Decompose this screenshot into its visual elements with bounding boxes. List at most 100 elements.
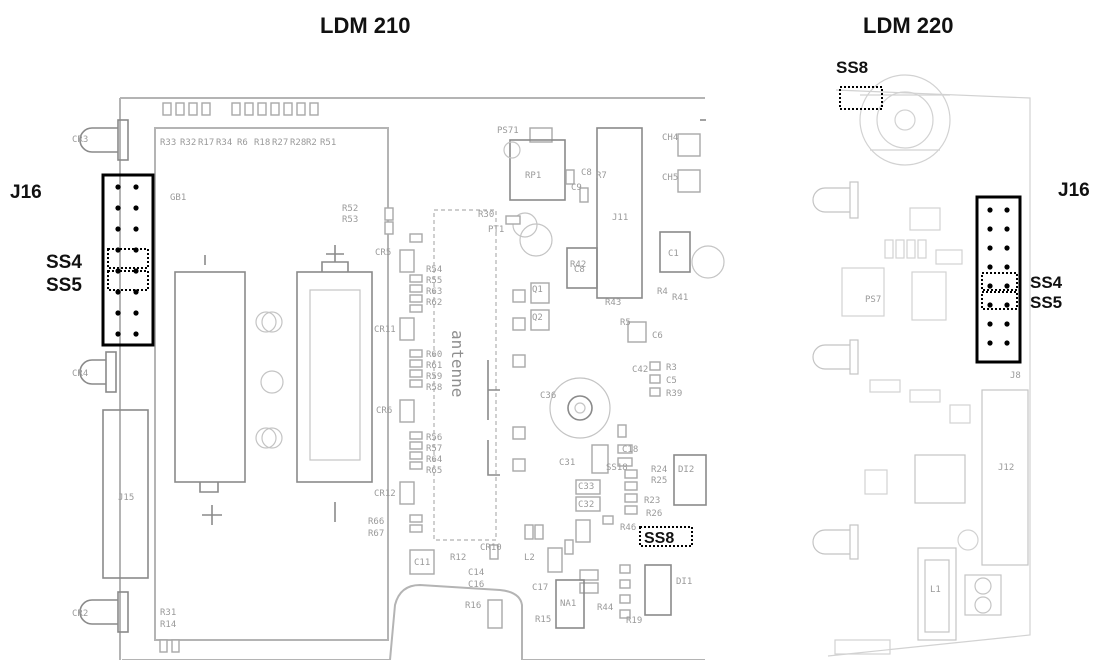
svg-text:RP1: RP1 <box>525 171 541 181</box>
right-component-labels: PS71 RP1 C9 C8 R7 R30 PT1 J11 CH4 CH5 C8… <box>160 126 694 630</box>
svg-text:R14: R14 <box>160 620 176 630</box>
left-j16-header <box>101 173 155 347</box>
header-pin <box>115 310 121 316</box>
svg-text:C8: C8 <box>574 265 585 275</box>
svg-text:R42: R42 <box>570 260 586 270</box>
svg-text:C16: C16 <box>468 580 484 590</box>
header-pin <box>115 289 121 295</box>
header-pin <box>115 184 121 190</box>
svg-text:Q1: Q1 <box>532 285 543 295</box>
svg-text:R33: R33 <box>160 138 176 148</box>
svg-text:CR2: CR2 <box>72 609 88 619</box>
battery-cell-right <box>296 245 373 522</box>
svg-text:R63: R63 <box>426 287 442 297</box>
svg-text:C31: C31 <box>559 458 575 468</box>
svg-text:R62: R62 <box>426 298 442 308</box>
svg-text:R54: R54 <box>426 265 442 275</box>
svg-text:L1: L1 <box>930 585 941 595</box>
header-pin <box>1004 302 1010 308</box>
svg-text:L2: L2 <box>524 553 535 563</box>
svg-text:CR11: CR11 <box>374 325 396 335</box>
svg-text:R31: R31 <box>160 608 176 618</box>
svg-text:R6: R6 <box>237 138 248 148</box>
svg-text:C33: C33 <box>578 482 594 492</box>
svg-text:CR12: CR12 <box>374 489 396 499</box>
led-cr4: CR4 <box>72 351 117 393</box>
header-pin <box>987 226 993 232</box>
svg-text:CR4: CR4 <box>72 369 88 379</box>
header-pin <box>133 310 139 316</box>
svg-text:R3: R3 <box>666 363 677 373</box>
svg-text:C42: C42 <box>632 365 648 375</box>
svg-text:R30: R30 <box>478 210 494 220</box>
svg-text:Q2: Q2 <box>532 313 543 323</box>
svg-text:R39: R39 <box>666 389 682 399</box>
svg-text:R23: R23 <box>644 496 660 506</box>
right-ss8-jumper <box>839 86 883 110</box>
svg-text:R34: R34 <box>216 138 232 148</box>
svg-text:R53: R53 <box>342 215 358 225</box>
svg-text:J12: J12 <box>998 463 1014 473</box>
svg-text:R60: R60 <box>426 350 442 360</box>
header-pin <box>1004 283 1010 289</box>
svg-text:R16: R16 <box>465 601 481 611</box>
right-components <box>159 119 725 653</box>
header-pin <box>133 205 139 211</box>
svg-text:SS18: SS18 <box>606 463 628 473</box>
svg-text:R26: R26 <box>646 509 662 519</box>
antenna-label: antenne <box>448 330 467 397</box>
svg-text:R58: R58 <box>426 383 442 393</box>
svg-text:PS71: PS71 <box>497 126 519 136</box>
right-ss5-label: SS5 <box>1030 293 1062 312</box>
svg-text:C8: C8 <box>581 168 592 178</box>
right-j16-label: J16 <box>1058 180 1090 201</box>
svg-text:CR10: CR10 <box>480 543 502 553</box>
header-pin <box>1004 226 1010 232</box>
svg-text:C17: C17 <box>532 583 548 593</box>
header-pin <box>987 283 993 289</box>
svg-text:R57: R57 <box>426 444 442 454</box>
top-resistor-labels: R33 R32 R17 R34 R6 R18 R27 R28 R2 R51 <box>160 138 336 148</box>
svg-text:C11: C11 <box>414 558 430 568</box>
header-pin <box>1004 321 1010 327</box>
header-pin <box>987 245 993 251</box>
right-j16-header <box>975 195 1022 364</box>
svg-text:R55: R55 <box>426 276 442 286</box>
svg-text:R52: R52 <box>342 204 358 214</box>
left-j16-pins <box>115 184 139 337</box>
left-ss4-label: SS4 <box>46 252 82 273</box>
svg-text:GB1: GB1 <box>170 193 186 203</box>
header-pin <box>133 331 139 337</box>
header-pin <box>1004 245 1010 251</box>
svg-text:R18: R18 <box>254 138 270 148</box>
svg-text:R17: R17 <box>198 138 214 148</box>
svg-text:R66: R66 <box>368 517 384 527</box>
svg-text:R12: R12 <box>450 553 466 563</box>
header-pin <box>133 184 139 190</box>
svg-text:R27: R27 <box>272 138 288 148</box>
svg-text:R41: R41 <box>672 293 688 303</box>
left-board-title: LDM 210 <box>320 13 410 38</box>
svg-text:R24: R24 <box>651 465 667 475</box>
left-pcb: CR3 CR4 CR2 J15 GB1 R33 R32 R17 <box>72 97 725 660</box>
svg-text:C14: C14 <box>468 568 484 578</box>
left-ss4-jumper <box>107 248 149 269</box>
svg-text:R2: R2 <box>306 138 317 148</box>
right-ss4-jumper <box>981 272 1018 291</box>
header-pin <box>987 264 993 270</box>
header-pin <box>115 331 121 337</box>
header-pin <box>115 205 121 211</box>
left-j16-label: J16 <box>10 182 42 203</box>
svg-text:PT1: PT1 <box>488 225 504 235</box>
svg-text:J8: J8 <box>1010 371 1021 381</box>
svg-text:R51: R51 <box>320 138 336 148</box>
svg-text:J11: J11 <box>612 213 628 223</box>
svg-text:C6: C6 <box>652 331 663 341</box>
svg-text:R28: R28 <box>290 138 306 148</box>
svg-text:R46: R46 <box>620 523 636 533</box>
svg-text:R43: R43 <box>605 298 621 308</box>
right-ss5-jumper <box>981 291 1018 310</box>
header-pin <box>987 321 993 327</box>
left-ss5-jumper <box>107 270 149 291</box>
